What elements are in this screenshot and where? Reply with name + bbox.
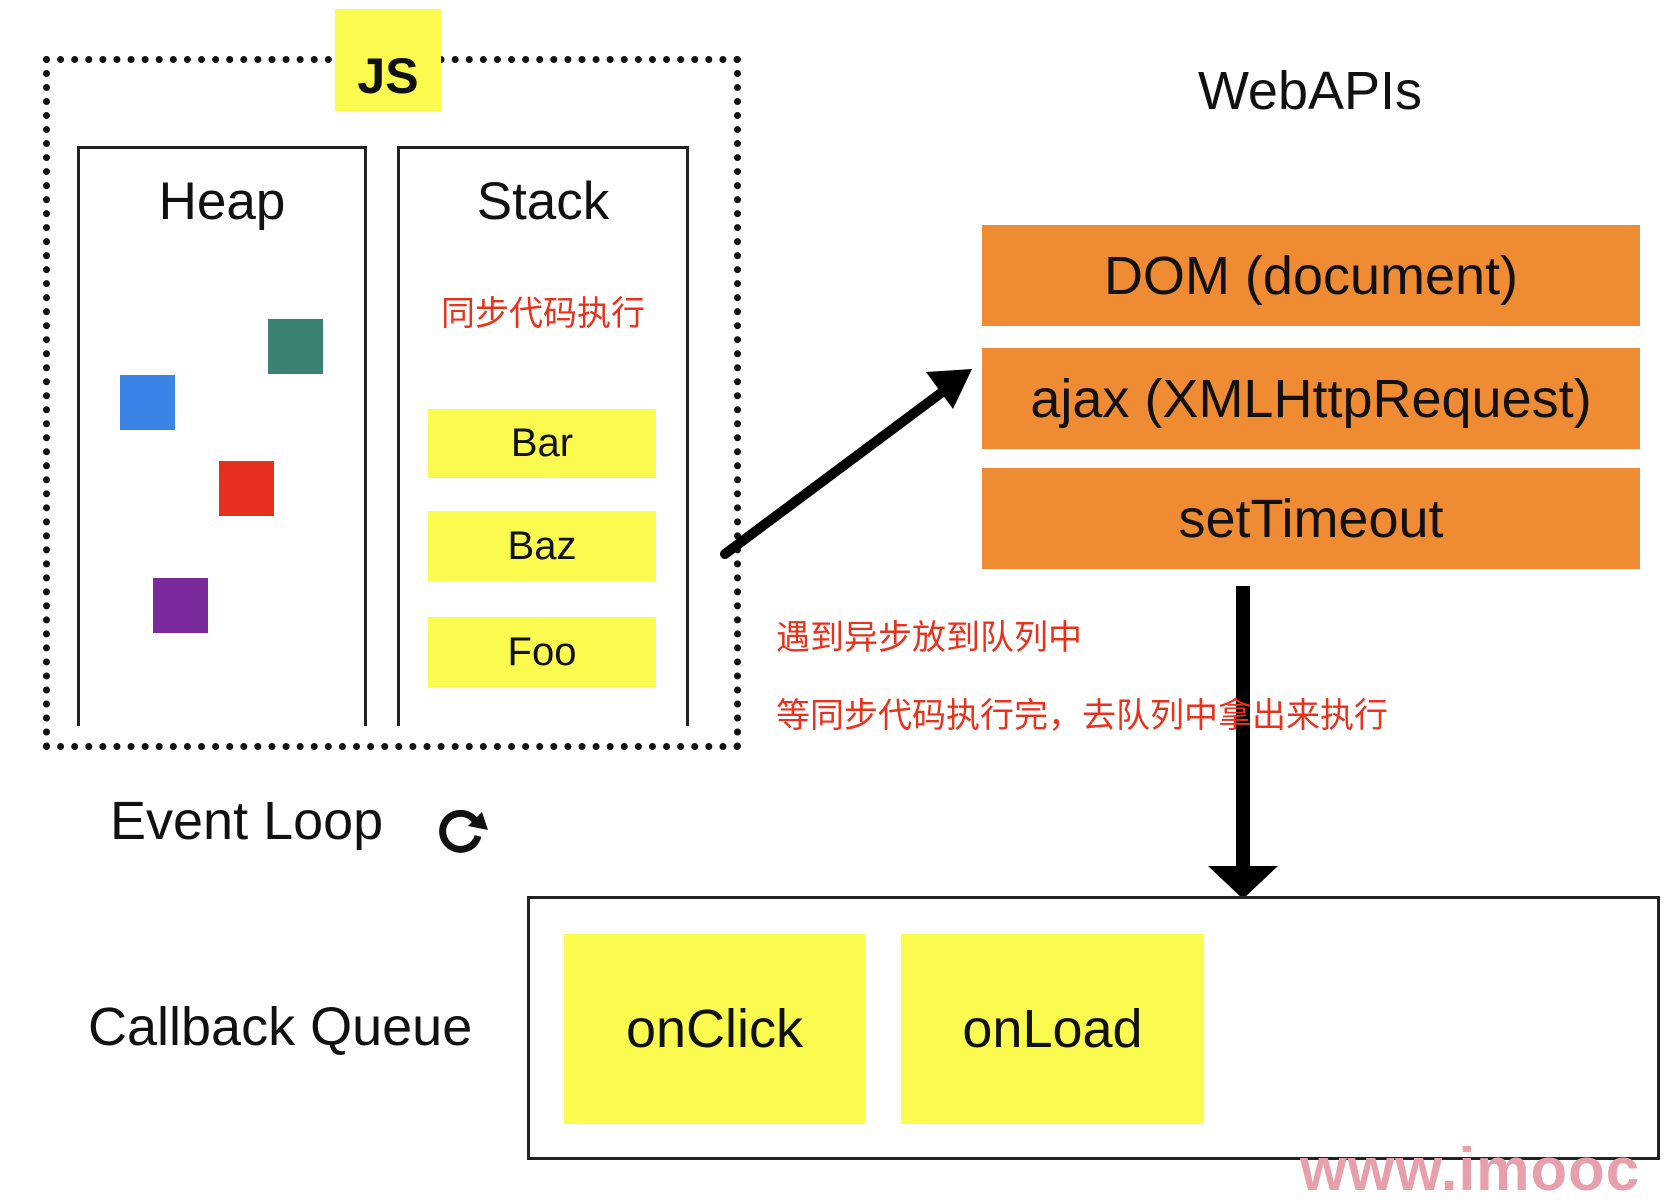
arrows [720, 369, 1278, 899]
refresh-icon [439, 809, 488, 853]
heap-object-blue [120, 375, 175, 430]
queue-item-onload: onLoad [901, 934, 1204, 1124]
heap-object-red [219, 461, 274, 516]
note-queue: 等同步代码执行完，去队列中拿出来执行 [776, 697, 1388, 735]
watermark: www.imooc [1300, 1136, 1641, 1203]
heap-object-purple [153, 578, 208, 633]
callback-queue-box [527, 896, 1660, 1160]
heap-panel: Heap [77, 146, 367, 726]
webapi-settimeout: setTimeout [982, 468, 1640, 569]
stack-frame-foo: Foo [428, 617, 656, 687]
heap-object-teal [268, 319, 323, 374]
stack-frame-bar: Bar [428, 409, 656, 478]
stack-note: 同步代码执行 [441, 295, 645, 333]
heap-title: Heap [158, 172, 286, 231]
webapis-title: WebAPIs [1197, 61, 1423, 121]
arrow-head-queue-icon [1208, 866, 1278, 899]
note-async: 遇到异步放到队列中 [776, 619, 1082, 657]
arrow-head-webapis-icon [926, 369, 972, 409]
callback-queue-label: Callback Queue [88, 997, 473, 1057]
js-badge: JS [335, 9, 441, 111]
arrow-to-webapis [720, 385, 950, 559]
webapi-ajax: ajax (XMLHttpRequest) [982, 348, 1640, 449]
webapi-dom: DOM (document) [982, 225, 1640, 326]
stack-panel: Stack [397, 146, 689, 726]
stack-frame-baz: Baz [428, 511, 656, 581]
queue-item-onclick: onClick [564, 934, 865, 1124]
event-loop-label: Event Loop [110, 791, 384, 851]
stack-title: Stack [476, 172, 610, 231]
